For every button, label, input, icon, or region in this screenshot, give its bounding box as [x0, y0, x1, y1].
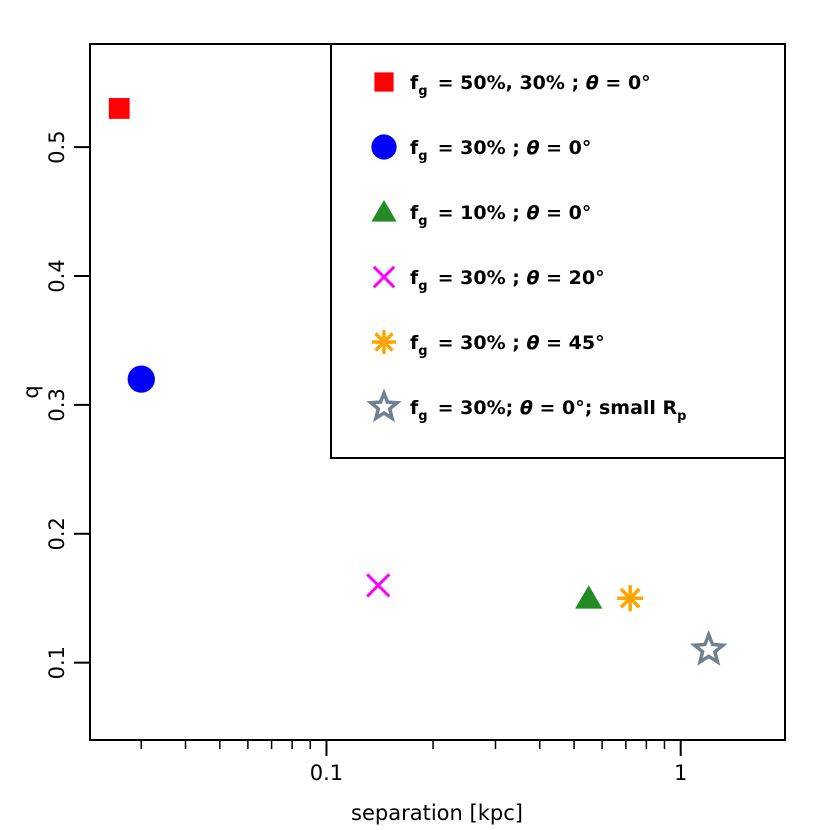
legend-entry-label: fg= 30% ; θ = 0° — [410, 137, 591, 164]
y-tick-label: 0.4 — [45, 259, 69, 292]
legend-box — [330, 43, 786, 459]
legend-entry-label: fg= 10% ; θ = 0° — [410, 202, 591, 229]
x-axis-label: separation [kpc] — [351, 801, 523, 825]
legend-entry-label: fg= 30% ; θ = 45° — [410, 332, 605, 359]
legend-marker-asterisk — [372, 330, 396, 354]
data-point-triangle — [575, 585, 603, 609]
legend-marker-circle — [371, 134, 397, 160]
data-point-asterisk — [617, 585, 644, 612]
data-point-square — [108, 98, 130, 119]
legend-marker-star — [366, 388, 402, 423]
x-tick-label: 1 — [674, 761, 687, 785]
x-tick-label: 0.1 — [310, 761, 343, 785]
y-tick-label: 0.5 — [45, 130, 69, 163]
legend-entry-label: fg= 50%, 30% ; θ = 0° — [410, 72, 651, 99]
data-point-cross — [366, 573, 391, 598]
legend-marker-square — [374, 72, 394, 92]
y-tick-label: 0.1 — [45, 646, 69, 679]
legend-entry-label: fg= 30% ; θ = 20° — [410, 267, 605, 294]
y-axis-label: q — [19, 385, 43, 398]
legend-marker-cross — [372, 265, 396, 289]
legend-entry-label: fg= 30%; θ = 0°; small Rp — [410, 397, 686, 424]
data-point-circle — [127, 365, 155, 393]
data-point-star — [689, 630, 728, 666]
legend-marker-triangle — [371, 200, 397, 222]
y-tick-label: 0.2 — [45, 517, 69, 550]
y-tick-label: 0.3 — [45, 388, 69, 421]
